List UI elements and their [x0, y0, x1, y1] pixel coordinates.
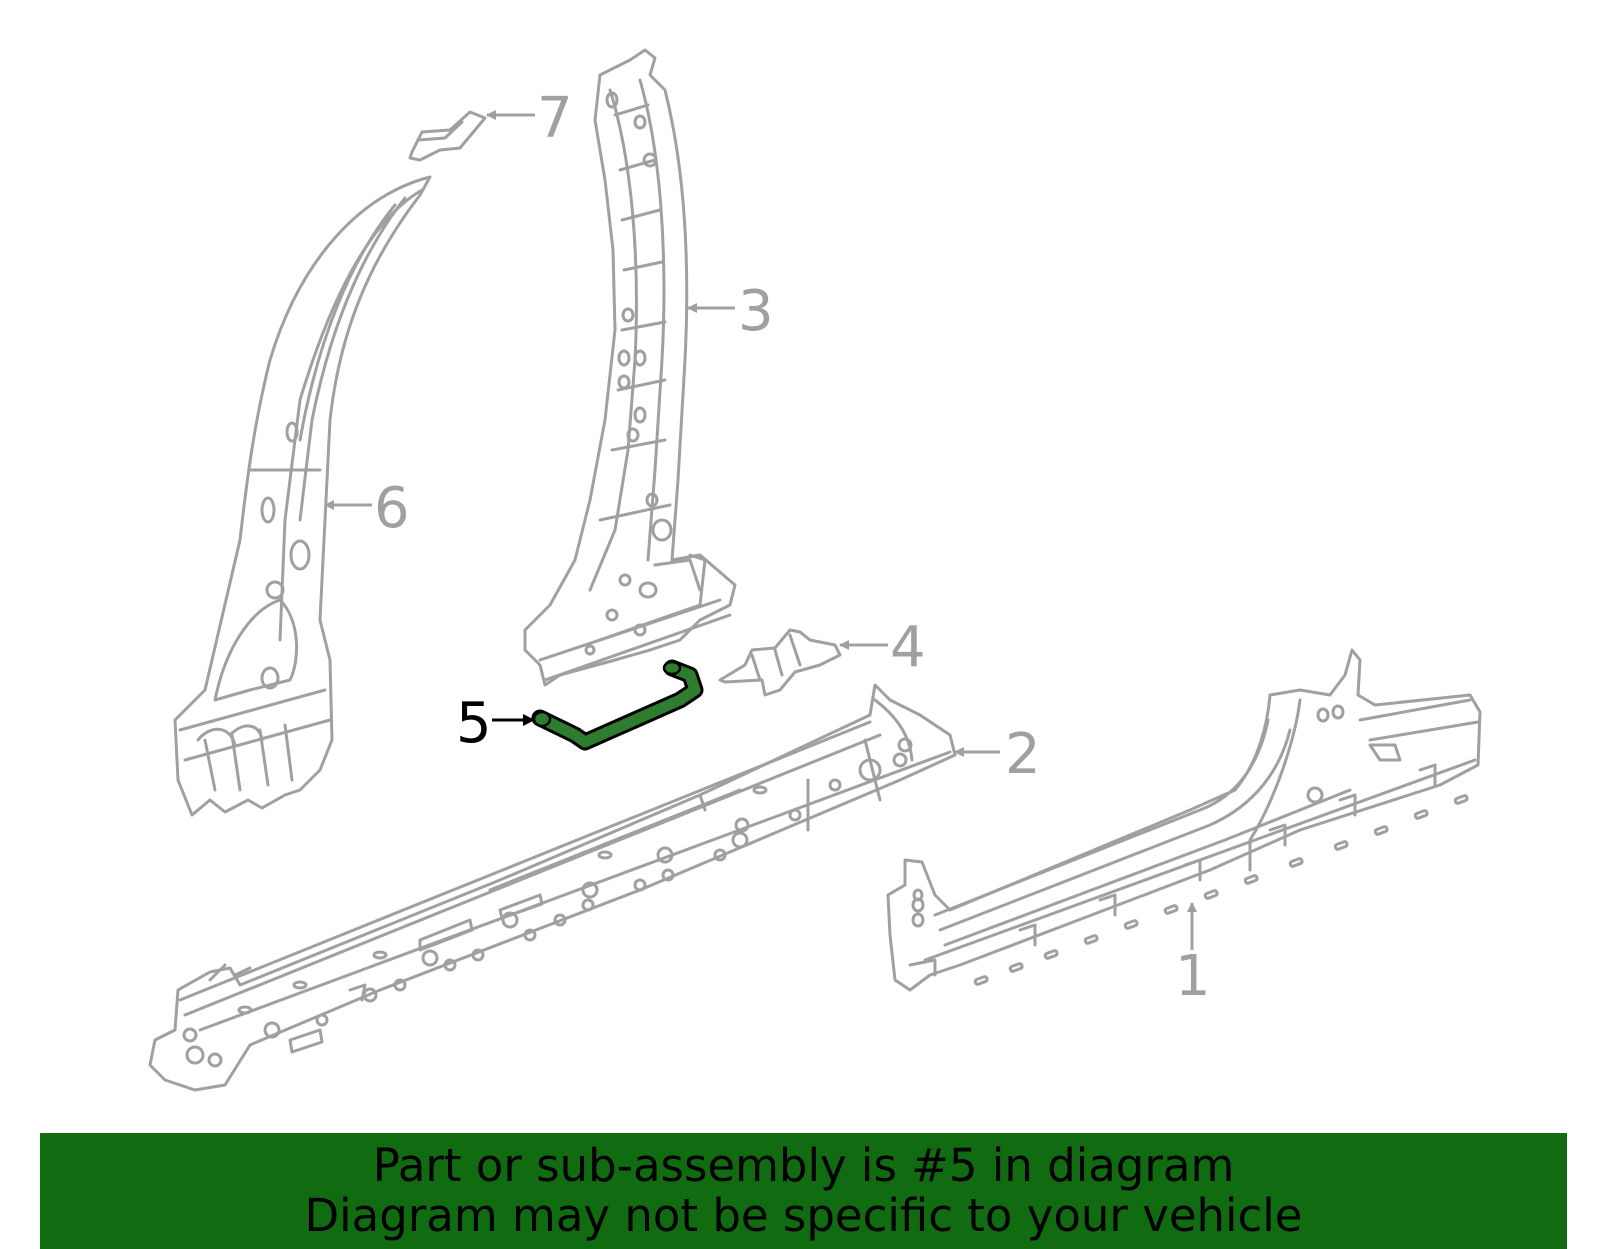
- callout-2: 2: [1005, 722, 1041, 787]
- part-6-a-pillar: [173, 175, 432, 817]
- callout-7: 7: [537, 86, 573, 151]
- part-2-inner-sill: [148, 683, 957, 1092]
- part-1-slots: [973, 794, 1469, 986]
- callout-4: 4: [890, 615, 926, 680]
- part-3-b-pillar: [523, 48, 737, 687]
- info-banner: Part or sub-assembly is #5 in diagram Di…: [40, 1133, 1567, 1249]
- callout-1: 1: [1175, 944, 1211, 1009]
- part-1-outer-sill: [886, 648, 1482, 992]
- part-7-bracket: [408, 110, 487, 162]
- callout-6: 6: [374, 476, 410, 541]
- part-4-bracket: [718, 628, 842, 697]
- parts-diagram: 7 3 6 4 2 1 5: [148, 48, 1482, 1092]
- callout-5: 5: [456, 691, 492, 756]
- banner-line-2: Diagram may not be specific to your vehi…: [304, 1189, 1303, 1242]
- callout-3: 3: [738, 279, 774, 344]
- banner-line-1: Part or sub-assembly is #5 in diagram: [372, 1139, 1235, 1192]
- part-5-highlighted: [531, 659, 704, 751]
